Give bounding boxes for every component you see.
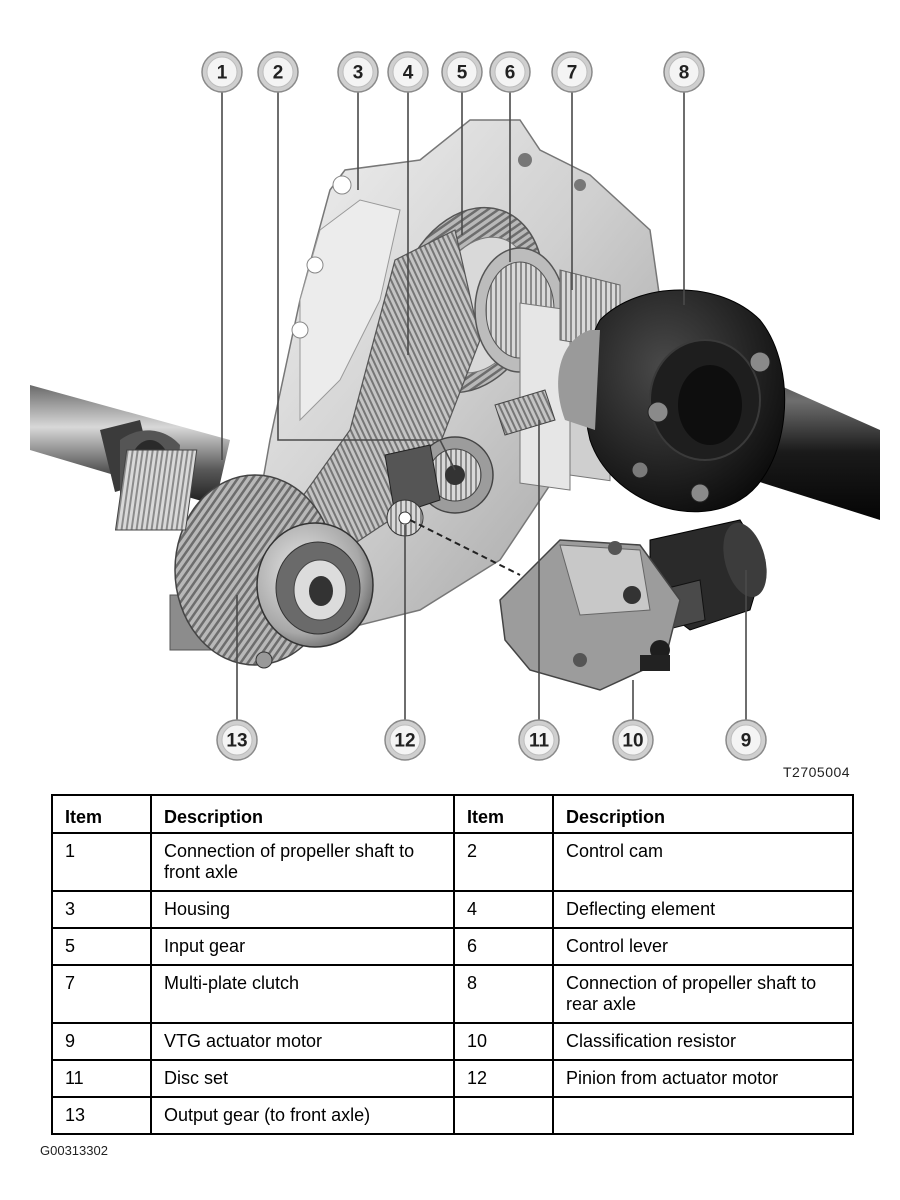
svg-text:11: 11 <box>529 731 550 752</box>
item-number: 3 <box>51 890 152 929</box>
callout-3: 3 <box>337 51 379 93</box>
item-description: Multi-plate clutch <box>150 964 455 1024</box>
svg-text:10: 10 <box>622 731 643 752</box>
item-number: 7 <box>51 964 152 1024</box>
svg-text:9: 9 <box>741 731 752 752</box>
item-number: 4 <box>453 890 554 929</box>
table-row: 9 VTG actuator motor 10 Classification r… <box>51 1022 854 1061</box>
table-row: 11 Disc set 12 Pinion from actuator moto… <box>51 1059 854 1098</box>
item-number: 5 <box>51 927 152 966</box>
table-row: 13 Output gear (to front axle) <box>51 1096 854 1135</box>
svg-text:4: 4 <box>403 63 414 84</box>
item-description: Output gear (to front axle) <box>150 1096 455 1135</box>
callout-5: 5 <box>441 51 483 93</box>
svg-text:3: 3 <box>353 63 364 84</box>
item-number: 1 <box>51 832 152 892</box>
control-cam <box>384 436 494 516</box>
callout-1: 1 <box>201 51 243 93</box>
header-description: Description <box>150 794 455 834</box>
transfer-case-illustration: 1 2 3 4 5 6 7 8 13 12 11 10 <box>30 51 880 761</box>
item-number: 8 <box>453 964 554 1024</box>
callout-13: 13 <box>216 719 258 761</box>
item-description: Deflecting element <box>552 890 854 929</box>
callout-8: 8 <box>663 51 705 93</box>
table-row: 5 Input gear 6 Control lever <box>51 927 854 966</box>
svg-text:2: 2 <box>273 63 284 84</box>
table-row: 1 Connection of propeller shaft to front… <box>51 832 854 892</box>
item-description: VTG actuator motor <box>150 1022 455 1061</box>
item-description <box>552 1096 854 1135</box>
actuator-gearbox <box>499 539 681 691</box>
item-number: 11 <box>51 1059 152 1098</box>
table-row: 7 Multi-plate clutch 8 Connection of pro… <box>51 964 854 1024</box>
svg-text:1: 1 <box>217 63 228 84</box>
item-number <box>453 1096 554 1135</box>
table-row: 3 Housing 4 Deflecting element <box>51 890 854 929</box>
svg-text:6: 6 <box>505 63 516 84</box>
item-description: Input gear <box>150 927 455 966</box>
svg-text:5: 5 <box>457 63 468 84</box>
actuator-pinion <box>386 499 521 576</box>
item-description: Control cam <box>552 832 854 892</box>
disc-set <box>494 389 556 436</box>
svg-text:7: 7 <box>567 63 578 84</box>
item-description: Connection of propeller shaft to front a… <box>150 832 455 892</box>
item-description: Classification resistor <box>552 1022 854 1061</box>
header-item: Item <box>453 794 554 834</box>
item-description: Housing <box>150 890 455 929</box>
callout-7: 7 <box>551 51 593 93</box>
item-number: 6 <box>453 927 554 966</box>
item-description: Pinion from actuator motor <box>552 1059 854 1098</box>
svg-text:12: 12 <box>394 731 415 752</box>
transfer-case-drawing: 1 2 3 4 5 6 7 8 13 12 11 10 <box>30 51 880 761</box>
output-gear <box>114 449 374 669</box>
callout-11: 11 <box>518 719 560 761</box>
item-number: 2 <box>453 832 554 892</box>
header-description: Description <box>552 794 854 834</box>
callout-9: 9 <box>725 719 767 761</box>
leader-lines <box>221 92 747 720</box>
item-number: 13 <box>51 1096 152 1135</box>
item-description: Disc set <box>150 1059 455 1098</box>
item-number: 10 <box>453 1022 554 1061</box>
callout-4: 4 <box>387 51 429 93</box>
document-code: G00313302 <box>40 1143 108 1158</box>
table-header-row: Item Description Item Description <box>51 794 854 834</box>
callout-12: 12 <box>384 719 426 761</box>
callout-10: 10 <box>612 719 654 761</box>
item-description: Control lever <box>552 927 854 966</box>
svg-text:13: 13 <box>226 731 247 752</box>
header-item: Item <box>51 794 152 834</box>
callout-6: 6 <box>489 51 531 93</box>
rear-propeller-shaft <box>558 289 880 520</box>
item-number: 9 <box>51 1022 152 1061</box>
figure-code: T2705004 <box>783 764 851 780</box>
item-description: Connection of propeller shaft to rear ax… <box>552 964 854 1024</box>
item-number: 12 <box>453 1059 554 1098</box>
svg-text:8: 8 <box>679 63 690 84</box>
parts-table: Item Description Item Description 1 Conn… <box>51 794 854 1135</box>
callout-2: 2 <box>257 51 299 93</box>
